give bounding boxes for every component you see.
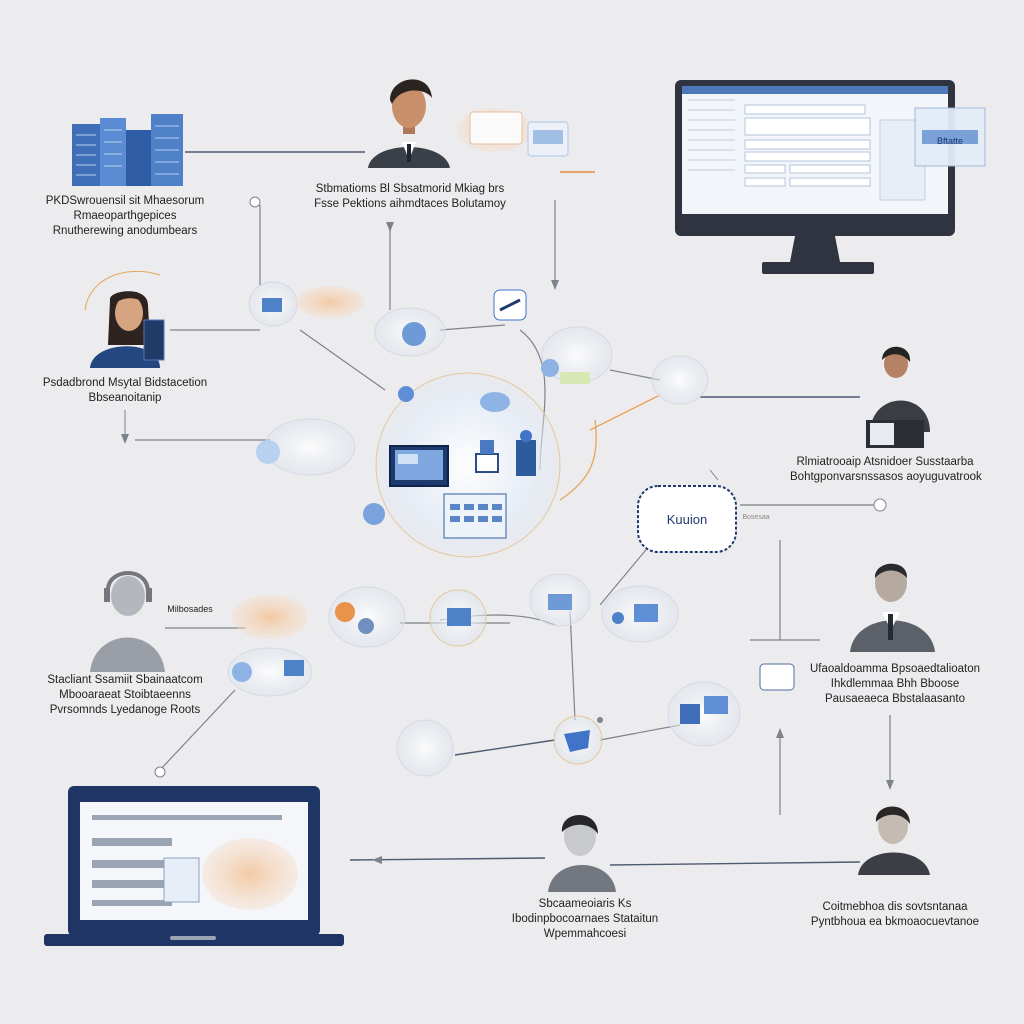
headset-student-avatar (90, 571, 165, 672)
bottom-center-caption-line: Wpemmahcoesi (543, 928, 627, 940)
manager-avatar (368, 79, 450, 168)
server-caption-line: PKDSwrouensil sit Mhaesorum (45, 195, 205, 207)
manager-caption-line: Fsse Pektions aihmdtaces Bolutamoy (314, 198, 506, 210)
bottom-right-caption-line: Coitmebhoa dis sovtsntanaa (822, 901, 968, 913)
bottom-student-avatar (548, 815, 616, 892)
manager-caption: Stbmatioms Bl Sbsatmorid Mkiag brs Fsse … (300, 182, 520, 212)
reader-caption: Rlmiatrooaip Atsnidoer Susstaarba Bohtgp… (790, 455, 982, 485)
reader-avatar (866, 346, 930, 448)
bottom-center-caption: Sbcaameoiaris Ks Ibodinpbocoarnaes Stata… (490, 897, 680, 942)
hub-badge-text: Kuuion (666, 512, 708, 527)
server-caption-line: Rnutherewing anodumbears (52, 225, 198, 237)
suit-caption: Ufaoaldoamma Bpsoaedtalioaton Ihkdlemmaa… (805, 662, 985, 707)
bottom-center-caption-line: Ibodinpbocoarnaes Stataitun (511, 913, 659, 925)
monitor-popup-label: Bftatte (915, 134, 985, 149)
floating-data-cards-top (457, 108, 595, 173)
bottom-center-caption-line: Sbcaameoiaris Ks (538, 898, 632, 910)
suited-man-avatar (850, 563, 935, 652)
suit-caption-line: Ufaoaldoamma Bpsoaedtalioaton (809, 663, 981, 675)
desktop-monitor-icon (675, 80, 986, 274)
reader-caption-line: Rlmiatrooaip Atsnidoer Susstaarba (796, 456, 974, 468)
central-hub (375, 372, 561, 558)
server-rack-icon (72, 114, 183, 186)
student-caption: Stacliant Ssamiit Sbainaatcom Mbooaraeat… (40, 673, 210, 718)
hub-badge (637, 485, 737, 553)
arrow-heads (121, 222, 894, 864)
hub-badge-tag: Bosesaa (736, 510, 776, 525)
laptop-icon (44, 786, 344, 946)
hub-badge-label: Kuuion (642, 512, 732, 527)
reader-caption-line: Bohtgponvarsnssasos aoyuguvatrook (790, 471, 982, 483)
suit-caption-line: Pausaeaeca Bbstalaasanto (824, 693, 966, 705)
headset-caption-line: Milbosades (167, 604, 213, 614)
suit-caption-line: Ihkdlemmaa Bhh Bboose (830, 678, 960, 690)
woman-caption-line: Bbseanoitanip (88, 392, 162, 404)
orange-curves (84, 270, 661, 501)
manager-caption-line: Stbmatioms Bl Sbsatmorid Mkiag brs (315, 183, 505, 195)
woman-caption: Psdadbrond Msytal Bidstacetion Bbseanoit… (40, 376, 210, 406)
server-caption: PKDSwrouensil sit Mhaesorum Rmaeoparthge… (40, 194, 210, 239)
hub-badge-tag-text: Bosesaa (742, 514, 770, 521)
student-caption-line: Pvrsomnds Lyedanoge Roots (49, 704, 201, 716)
connector-nodes (154, 196, 887, 778)
server-caption-line: Rmaeoparthgepices (73, 210, 177, 222)
bottom-right-caption: Coitmebhoa dis sovtsntanaa Pyntbhoua ea … (810, 900, 980, 930)
headset-caption: Milbosades (160, 602, 220, 617)
bottom-right-caption-line: Pyntbhoua ea bkmoaocuevtanoe (810, 916, 980, 928)
floating-bubbles (227, 281, 795, 777)
woman-avatar (90, 291, 165, 368)
student-caption-line: Stacliant Ssamiit Sbainaatcom (47, 674, 203, 686)
woman-caption-line: Psdadbrond Msytal Bidstacetion (42, 377, 208, 389)
monitor-popup-text: Bftatte (936, 136, 963, 146)
bottom-right-person-avatar (858, 806, 930, 875)
student-caption-line: Mbooaraeat Stoibtaeenns (59, 689, 191, 701)
